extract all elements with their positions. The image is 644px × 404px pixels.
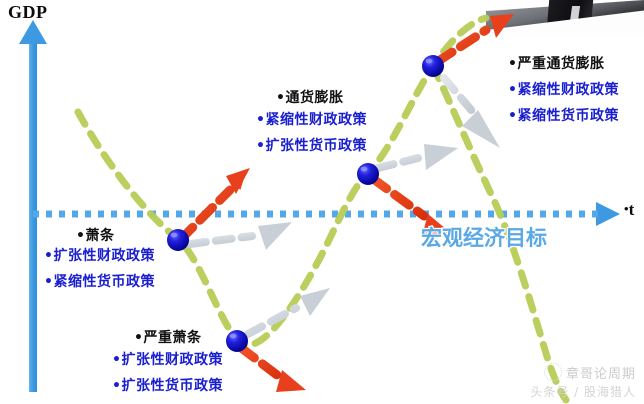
red-arrow-inflation bbox=[367, 173, 452, 236]
red-arrow-depression bbox=[175, 168, 250, 245]
x-axis-arrow bbox=[596, 202, 620, 226]
x-axis-label: •t bbox=[624, 200, 634, 220]
annotation-policy-depression-1: •紧缩性货币政策 bbox=[44, 274, 155, 290]
red-arrow-severe-depression bbox=[235, 342, 306, 392]
annotation-heading-inflation: •通货膨胀 bbox=[276, 90, 344, 106]
x-axis-label-text: t bbox=[628, 200, 635, 219]
red-arrow-severe-inflation bbox=[432, 14, 514, 67]
annotation-policy-inflation-1: •扩张性货币政策 bbox=[256, 138, 367, 154]
marker-sphere-depression bbox=[167, 229, 189, 251]
y-axis-label: GDP bbox=[8, 2, 48, 22]
gray-arrow-severe-inflation bbox=[440, 74, 500, 148]
annotation-policy-depression-0: •扩张性财政政策 bbox=[44, 248, 155, 264]
marker-sphere-severe-inflation bbox=[422, 55, 444, 77]
x-axis-bullet: • bbox=[624, 201, 629, 216]
marker-sphere-severe-depression bbox=[226, 330, 248, 352]
equilibrium-label: 宏观经济目标 bbox=[420, 222, 549, 252]
gray-arrow-depression bbox=[186, 222, 292, 250]
annotation-policy-severe-inflation-1: •紧缩性货币政策 bbox=[508, 108, 619, 124]
annotation-policy-severe-depression-0: •扩张性财政政策 bbox=[112, 352, 223, 368]
marker-sphere-inflation bbox=[357, 163, 379, 185]
annotation-policy-severe-depression-1: •扩张性货币政策 bbox=[112, 378, 223, 394]
annotation-policy-inflation-0: •紧缩性财政政策 bbox=[256, 112, 367, 128]
annotation-heading-severe-inflation: •严重通货膨胀 bbox=[508, 56, 605, 72]
gray-arrow-inflation bbox=[374, 144, 458, 172]
annotation-heading-severe-depression: •严重萧条 bbox=[134, 330, 202, 346]
equilibrium-label-text: 宏观经济目标 bbox=[420, 225, 549, 252]
y-axis bbox=[19, 20, 47, 392]
annotation-policy-severe-inflation-0: •紧缩性财政政策 bbox=[508, 82, 619, 98]
gray-arrow-severe-depression bbox=[244, 288, 330, 338]
annotation-heading-depression: •萧条 bbox=[76, 228, 115, 244]
